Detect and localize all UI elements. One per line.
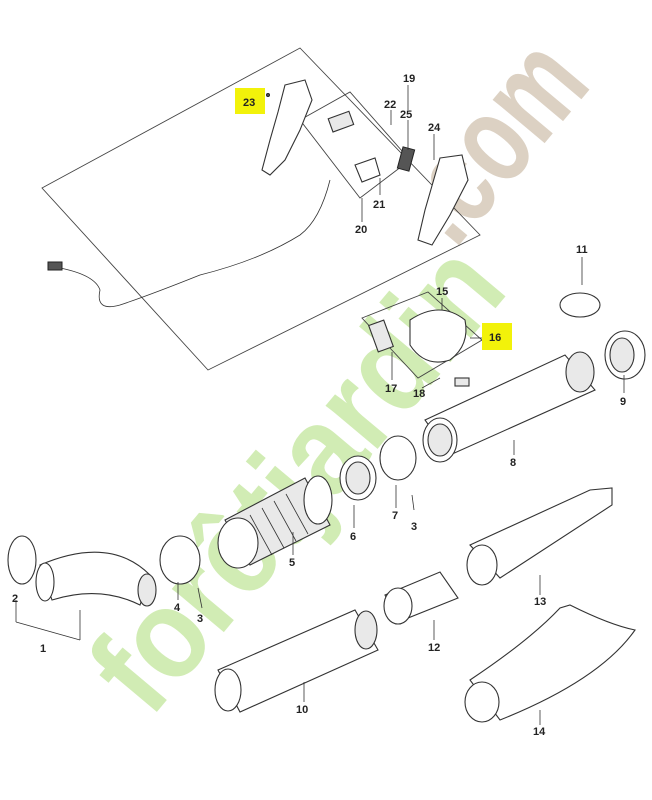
callout-14: 14: [533, 726, 546, 738]
callout-9: 9: [620, 396, 626, 408]
tube-8-part: [422, 351, 596, 463]
callout-12: 12: [428, 642, 440, 654]
handle-cover-part: [417, 154, 469, 246]
callout-6: 6: [350, 531, 356, 543]
handle-assembly-group: [41, 47, 481, 371]
watermark-domain-text: .com: [367, 11, 615, 268]
callout-23: 23: [243, 97, 255, 109]
screw-3b-part: [411, 494, 415, 511]
callout-11: 11: [576, 244, 588, 256]
callout-8: 8: [510, 457, 516, 469]
callout-25: 25: [400, 109, 412, 121]
callout-2: 2: [12, 593, 18, 605]
callout-10: 10: [296, 704, 308, 716]
nozzle-14-part: [464, 604, 636, 723]
bellows-5-part: [217, 475, 333, 569]
callout-5: 5: [289, 557, 295, 569]
callout-18: 18: [413, 388, 425, 400]
callout-7: 7: [392, 510, 398, 522]
callout-labels: 19 23 22 25 24 21 20 11 15 16 17 18 9 8 …: [12, 73, 626, 738]
handle-housing-part: [261, 79, 313, 176]
cable-part: [59, 179, 331, 308]
screw-3-part: [197, 587, 203, 609]
ring-6-inner: [345, 461, 371, 495]
connector-part: [47, 261, 63, 271]
callout-1: 1: [40, 643, 46, 655]
clamp-4-part: [159, 535, 201, 585]
callout-16-highlight: [482, 323, 512, 350]
lever-part: [354, 157, 381, 183]
callout-21: 21: [373, 199, 385, 211]
callout-20: 20: [355, 224, 367, 236]
screw-23-part: [266, 93, 270, 97]
callout-24: 24: [428, 122, 441, 134]
callout-19: 19: [403, 73, 415, 85]
callout-3b: 3: [197, 613, 203, 625]
elbow-1-part: [35, 551, 157, 607]
oring-2-part: [7, 535, 37, 585]
ring-7-part: [379, 435, 417, 481]
callout-23-highlight: [235, 88, 265, 114]
callout-17: 17: [385, 383, 397, 395]
callout-4: 4: [174, 602, 181, 614]
switch-part: [327, 110, 355, 133]
nozzle-13-part: [466, 487, 613, 586]
cap-9-inner: [609, 337, 635, 373]
callout-15: 15: [436, 286, 448, 298]
clip-18-part: [454, 377, 470, 387]
ring-11-part: [559, 292, 601, 318]
callout-3a: 3: [411, 521, 417, 533]
callout-22: 22: [384, 99, 396, 111]
callout-16: 16: [489, 332, 501, 344]
clamp-17-part: [367, 319, 395, 353]
leader-lines: [15, 85, 625, 725]
tube-10-part: [214, 609, 379, 713]
trigger-part: [396, 146, 416, 172]
nozzle-12-part: [383, 571, 459, 625]
callout-13: 13: [534, 596, 546, 608]
handle-assembly-box: [41, 47, 481, 371]
mount-bracket-part: [409, 309, 467, 363]
